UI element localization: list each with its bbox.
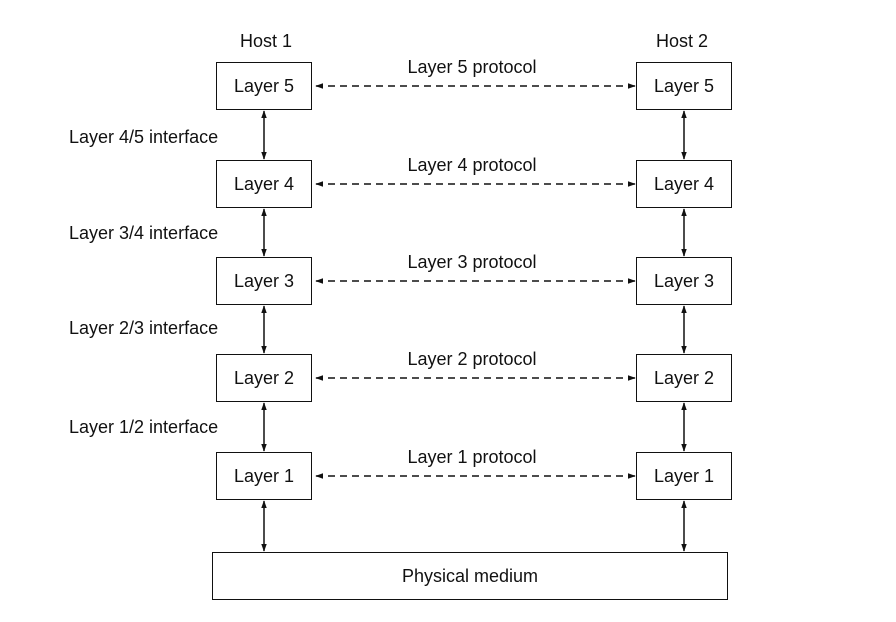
protocol-label-layer-2: Layer 2 protocol <box>407 349 537 369</box>
interface-label-4-5: Layer 4/5 interface <box>69 127 219 147</box>
host1-layer-4-box: Layer 4 <box>216 160 312 208</box>
host2-title: Host 2 <box>655 31 709 51</box>
host2-layer-1-box: Layer 1 <box>636 452 732 500</box>
host2-layer-3-box: Layer 3 <box>636 257 732 305</box>
host2-layer-2-box: Layer 2 <box>636 354 732 402</box>
protocol-label-layer-3: Layer 3 protocol <box>407 252 537 272</box>
host1-layer-5-box: Layer 5 <box>216 62 312 110</box>
interface-label-2-3: Layer 2/3 interface <box>69 318 219 338</box>
protocol-label-layer-1: Layer 1 protocol <box>407 447 537 467</box>
host2-layer-4-box: Layer 4 <box>636 160 732 208</box>
host1-layer-2-box: Layer 2 <box>216 354 312 402</box>
protocol-label-layer-5: Layer 5 protocol <box>407 57 537 77</box>
host1-layer-3-box: Layer 3 <box>216 257 312 305</box>
host2-layer-5-box: Layer 5 <box>636 62 732 110</box>
protocol-label-layer-4: Layer 4 protocol <box>407 155 537 175</box>
interface-label-1-2: Layer 1/2 interface <box>69 417 219 437</box>
host1-layer-1-box: Layer 1 <box>216 452 312 500</box>
physical-medium-box: Physical medium <box>212 552 728 600</box>
host1-title: Host 1 <box>239 31 293 51</box>
interface-label-3-4: Layer 3/4 interface <box>69 223 219 243</box>
